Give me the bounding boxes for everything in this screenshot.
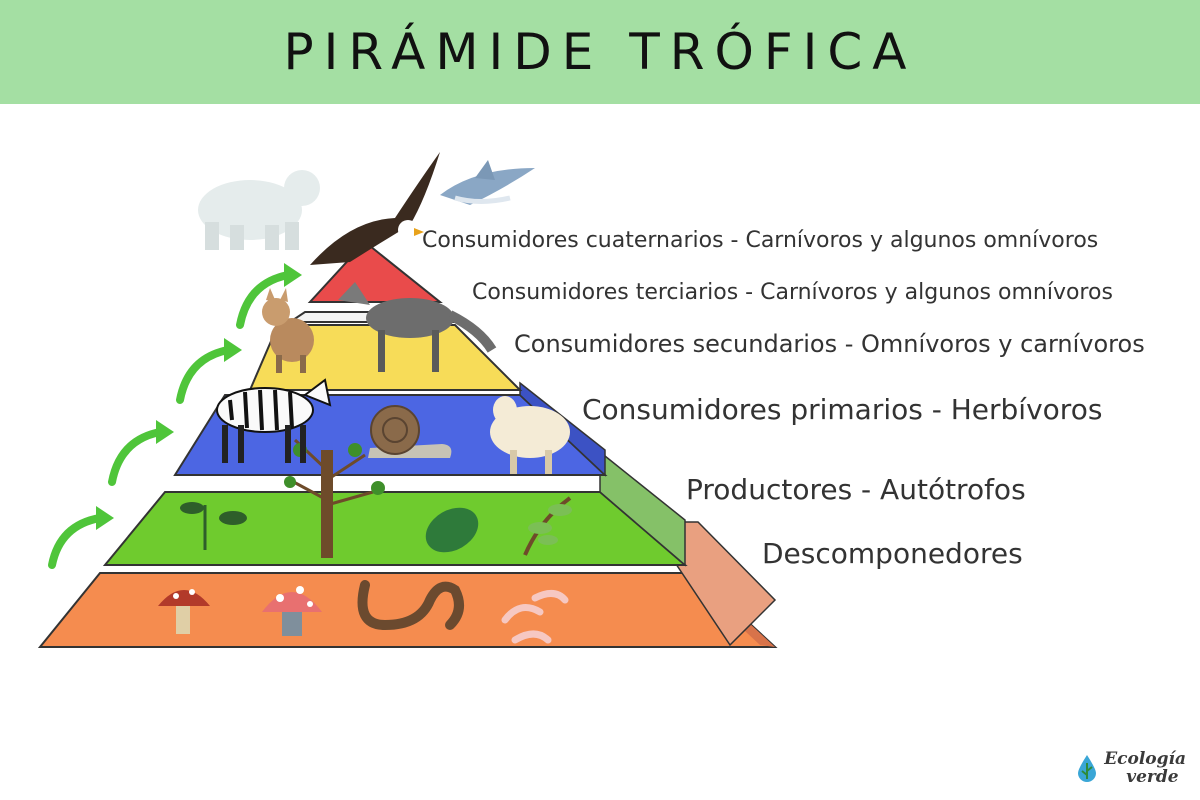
label-productores: Productores - Autótrofos: [686, 473, 1026, 506]
wolf-icon: [338, 282, 497, 372]
label-cuaternarios: Consumidores cuaternarios - Carnívoros y…: [422, 228, 1099, 253]
logo-line-2: verde: [1126, 767, 1179, 787]
fox-icon: [262, 288, 314, 373]
mushroom-icon: [262, 586, 322, 636]
page-title: PIRÁMIDE TRÓFICA: [283, 23, 917, 81]
bacteria-icon: [501, 590, 569, 644]
logo-text: Ecología verde: [1104, 750, 1186, 786]
sheep-icon: [490, 396, 570, 474]
label-primarios: Consumidores primarios - Herbívoros: [582, 393, 1103, 426]
label-descomponedores: Descomponedores: [762, 537, 1023, 570]
zebra-icon: [216, 378, 332, 463]
green-arrow-icon: [108, 428, 164, 486]
eagle-icon: [310, 152, 440, 265]
mushroom-icon: [158, 589, 210, 634]
plant-icon: [523, 496, 572, 556]
green-arrow-icon: [236, 271, 292, 329]
green-arrow-icon: [176, 346, 232, 404]
ecologia-verde-logo: Ecología verde: [1076, 750, 1186, 786]
water-drop-icon: [1078, 755, 1097, 782]
leaf-icon: [425, 507, 479, 553]
label-secundarios: Consumidores secundarios - Omnívoros y c…: [514, 330, 1145, 358]
snail-icon: [368, 405, 452, 458]
polar-bear-icon: [198, 170, 320, 250]
worm-icon: [357, 580, 464, 631]
level-cuaternarios: [307, 240, 443, 303]
level-productores: [102, 450, 688, 567]
title-banner: PIRÁMIDE TRÓFICA: [0, 0, 1200, 104]
plant-icon: [180, 502, 247, 550]
shark-icon: [440, 160, 535, 205]
logo-line-1: Ecología: [1104, 749, 1186, 769]
green-arrow-icon: [48, 514, 104, 569]
label-terciarios: Consumidores terciarios - Carnívoros y a…: [472, 280, 1113, 305]
